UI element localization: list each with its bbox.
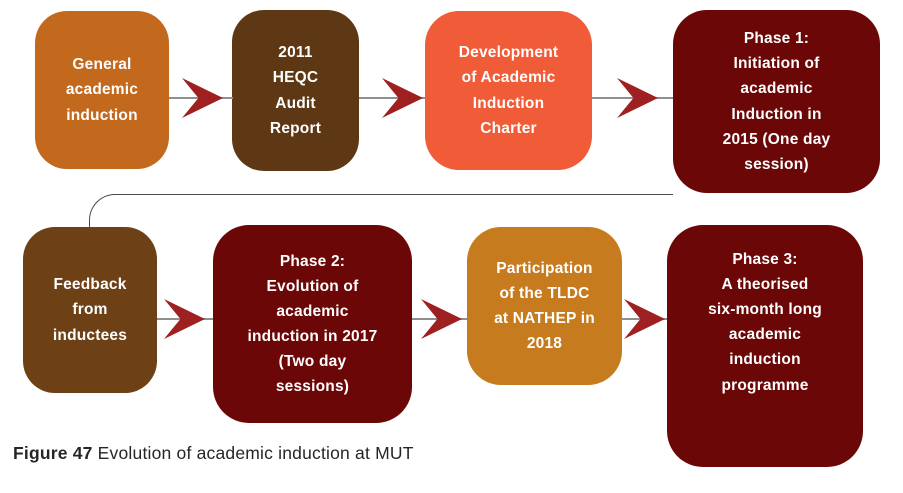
box-general-academic-induction: General academic induction	[35, 11, 169, 169]
box-phase-1: Phase 1: Initiation of academic Inductio…	[673, 10, 880, 193]
box-induction-charter-label: Development of Academic Induction Charte…	[458, 44, 559, 137]
figure-caption-number: Figure 47	[13, 443, 93, 463]
figure-caption-text: Evolution of academic induction at MUT	[92, 443, 414, 463]
connector-line	[89, 194, 673, 227]
box-induction-charter: Development of Academic Induction Charte…	[425, 11, 592, 170]
box-phase-3: Phase 3: A theorised six-month long acad…	[667, 225, 863, 467]
flow-line-2	[359, 97, 425, 99]
box-phase-2: Phase 2: Evolution of academic induction…	[213, 225, 412, 423]
box-general-academic-induction-label: General academic induction	[65, 56, 139, 124]
box-tldc-nathep-label: Participation of the TLDC at NATHEP in 2…	[494, 259, 595, 353]
box-phase-2-label: Phase 2: Evolution of academic induction…	[247, 252, 378, 396]
figure-caption: Figure 47 Evolution of academic inductio…	[13, 443, 414, 464]
box-phase-3-label: Phase 3: A theorised six-month long acad…	[708, 251, 822, 394]
box-feedback-from-inductees-label: Feedback from inductees	[52, 276, 128, 344]
box-phase-1-label: Phase 1: Initiation of academic Inductio…	[722, 30, 831, 173]
box-heqc-audit-report-label: 2011 HEQC Audit Report	[269, 44, 322, 137]
flow-line-3	[592, 97, 673, 99]
box-tldc-nathep: Participation of the TLDC at NATHEP in 2…	[467, 227, 622, 385]
box-heqc-audit-report: 2011 HEQC Audit Report	[232, 10, 359, 171]
box-feedback-from-inductees: Feedback from inductees	[23, 227, 157, 393]
